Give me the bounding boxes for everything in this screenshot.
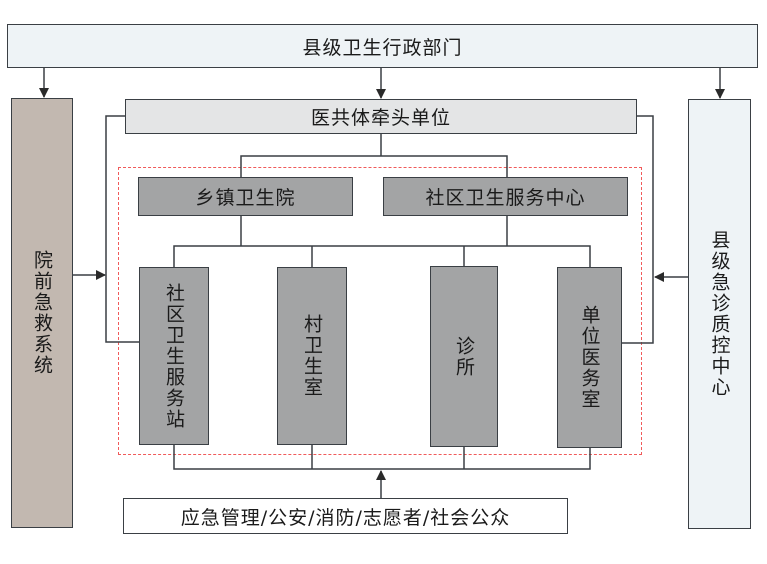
community-health-center-box: 社区卫生服务中心 xyxy=(383,177,628,216)
village-clinic-box: 村卫生室 xyxy=(277,267,347,445)
workplace-infirmary-label: 单位医务室 xyxy=(578,305,601,410)
clinic-box: 诊所 xyxy=(430,266,498,447)
public-responders-label: 应急管理/公安/消防/志愿者/社会公众 xyxy=(180,506,511,529)
township-hospital-box: 乡镇卫生院 xyxy=(138,177,353,216)
community-health-center-label: 社区卫生服务中心 xyxy=(425,187,586,209)
prehospital-emergency-label: 院前急救系统 xyxy=(31,250,53,376)
hub-right-loop xyxy=(622,115,654,344)
county-health-admin-box: 县级卫生行政部门 xyxy=(7,24,758,68)
community-health-station-box: 社区卫生服务站 xyxy=(139,267,209,445)
hub-left-loop xyxy=(105,115,139,343)
village-clinic-label: 村卫生室 xyxy=(301,314,323,398)
primary-care-zone-boundary xyxy=(118,167,642,455)
township-hospital-label: 乡镇卫生院 xyxy=(195,187,296,209)
public-responders-box: 应急管理/公安/消防/志愿者/社会公众 xyxy=(123,498,568,534)
county-health-admin-label: 县级卫生行政部门 xyxy=(302,36,463,59)
emergency-qc-center-label: 县级急诊质控中心 xyxy=(708,230,731,398)
medical-community-lead-box: 医共体牵头单位 xyxy=(125,99,637,134)
workplace-infirmary-box: 单位医务室 xyxy=(557,267,622,448)
prehospital-emergency-box: 院前急救系统 xyxy=(11,98,73,528)
medical-community-lead-label: 医共体牵头单位 xyxy=(310,107,451,129)
community-health-station-label: 社区卫生服务站 xyxy=(163,282,185,430)
emergency-qc-center-box: 县级急诊质控中心 xyxy=(688,99,751,529)
clinic-label: 诊所 xyxy=(453,335,475,378)
